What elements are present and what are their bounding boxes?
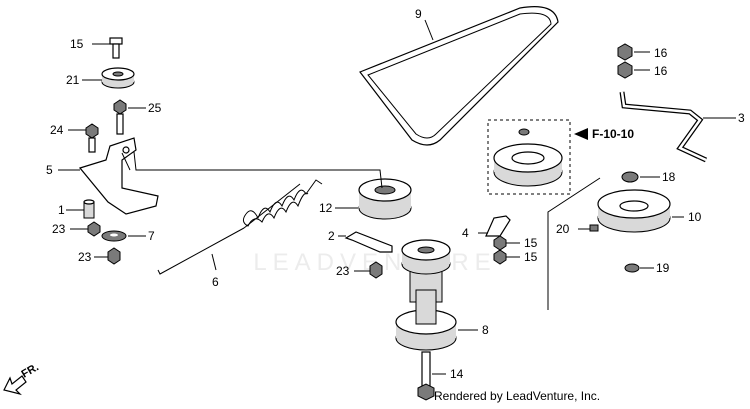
rod-part-3[interactable] [619,91,708,163]
collar-part-1[interactable] [83,199,95,219]
callout-1[interactable]: 1 [58,203,65,217]
nut-part-23-center[interactable] [369,261,383,279]
nut-part-15-b[interactable] [493,249,507,265]
callout-23-center[interactable]: 23 [336,264,350,278]
washer-part-18[interactable] [621,171,639,183]
leader-9 [424,19,434,41]
arrow-down-left-icon [3,375,27,396]
callout-18[interactable]: 18 [662,170,676,184]
callout-13[interactable]: 14 [450,367,464,381]
bolt-part-14[interactable] [109,37,123,59]
washer-part-19[interactable] [624,263,640,273]
callout-16-b[interactable]: 16 [654,64,668,78]
callout-15-a[interactable]: 15 [524,236,538,250]
washer-part-7[interactable] [101,230,127,242]
callout-labels: 9 16 16 3 18 10 20 19 15 21 25 24 5 1 23… [46,7,745,381]
bracket-part-2[interactable] [344,231,393,253]
callout-7[interactable]: 7 [148,229,155,243]
section-divider [547,177,601,310]
callout-15-b[interactable]: 15 [524,250,538,264]
double-pulley-part-8[interactable] [395,239,457,351]
cushion-part-21[interactable] [101,67,135,89]
bolt-part-24[interactable] [85,123,99,153]
callout-20[interactable]: 20 [556,222,570,236]
callout-4[interactable]: 4 [462,226,469,240]
callout-6[interactable]: 6 [212,275,219,289]
callout-25[interactable]: 25 [148,101,162,115]
nut-part-23-left[interactable] [107,247,121,265]
callout-5[interactable]: 5 [46,163,53,177]
belt-part-9[interactable] [359,6,559,146]
pin-part-20[interactable] [589,224,599,232]
front-marker-label: FR. [20,361,41,380]
callout-14[interactable]: 15 [70,37,84,51]
spring-part-6[interactable] [157,179,323,275]
callout-2[interactable]: 2 [328,229,335,243]
callout-22[interactable]: 23 [52,222,66,236]
bracket-part-4[interactable] [485,215,511,237]
reference-label[interactable]: F-10-10 [592,127,634,141]
callout-24[interactable]: 24 [50,123,64,137]
callout-21[interactable]: 21 [66,73,80,87]
pulley-part-10[interactable] [597,189,671,233]
front-direction-marker: FR. [3,361,41,396]
callout-12[interactable]: 12 [319,201,333,215]
reference-pulley-group[interactable] [487,119,571,195]
reference-arrow-icon [574,128,588,140]
idler-pulley-part-12[interactable] [358,178,412,220]
callout-10[interactable]: 10 [688,210,702,224]
callout-8[interactable]: 8 [482,323,489,337]
callout-9[interactable]: 9 [415,7,422,21]
nut-part-16-b[interactable] [617,61,633,79]
callout-23-left[interactable]: 23 [78,250,92,264]
callout-3[interactable]: 3 [738,111,745,125]
nut-part-22[interactable] [87,221,101,237]
nut-part-16-a[interactable] [617,43,633,61]
bolt-part-25[interactable] [113,99,127,135]
nut-part-15-a[interactable] [493,235,507,251]
callout-19[interactable]: 19 [656,261,670,275]
callout-16-a[interactable]: 16 [654,46,668,60]
bolt-part-13[interactable] [417,351,435,401]
bracket-part-5[interactable] [78,137,159,215]
footer-credit: Rendered by LeadVenture, Inc. [434,389,600,403]
